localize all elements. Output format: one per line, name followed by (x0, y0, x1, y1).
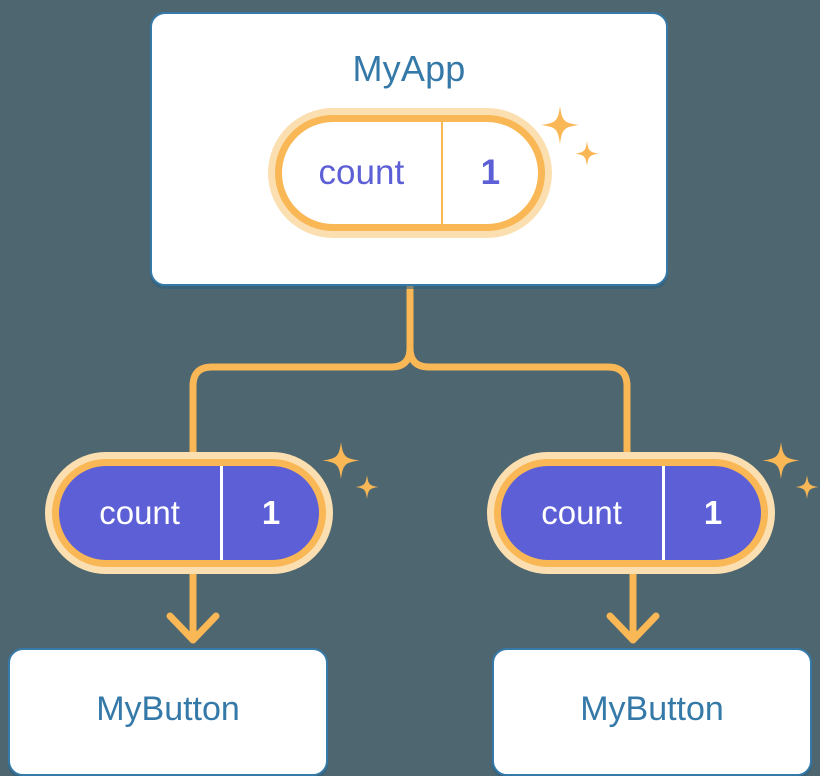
pill-ring: count 1 (494, 459, 768, 567)
wire-arrow-right-head (606, 612, 660, 644)
state-pill-myapp[interactable]: count 1 (268, 108, 552, 238)
node-mybutton-left[interactable]: MyButton (8, 648, 328, 776)
wire-branch-left (189, 344, 414, 456)
state-key: count (541, 494, 622, 531)
state-pill-child-right[interactable]: count 1 (487, 452, 775, 574)
pill-body: count 1 (501, 466, 761, 560)
state-key: count (318, 153, 405, 192)
mybutton-left-label: MyButton (96, 690, 240, 728)
state-pill-child-left[interactable]: count 1 (45, 452, 333, 574)
wire-branch-right (406, 344, 631, 456)
pill-ring: count 1 (52, 459, 326, 567)
state-value: 1 (662, 466, 761, 560)
state-value: 1 (220, 466, 319, 560)
wire-arrow-left-head (166, 612, 220, 644)
pill-body: count 1 (59, 466, 319, 560)
myapp-title: MyApp (352, 48, 466, 89)
mybutton-right-label: MyButton (580, 690, 724, 728)
pill-ring: count 1 (275, 115, 545, 231)
state-value: 1 (440, 122, 538, 224)
pill-body: count 1 (282, 122, 538, 224)
state-key: count (99, 494, 180, 531)
node-mybutton-right[interactable]: MyButton (492, 648, 812, 776)
